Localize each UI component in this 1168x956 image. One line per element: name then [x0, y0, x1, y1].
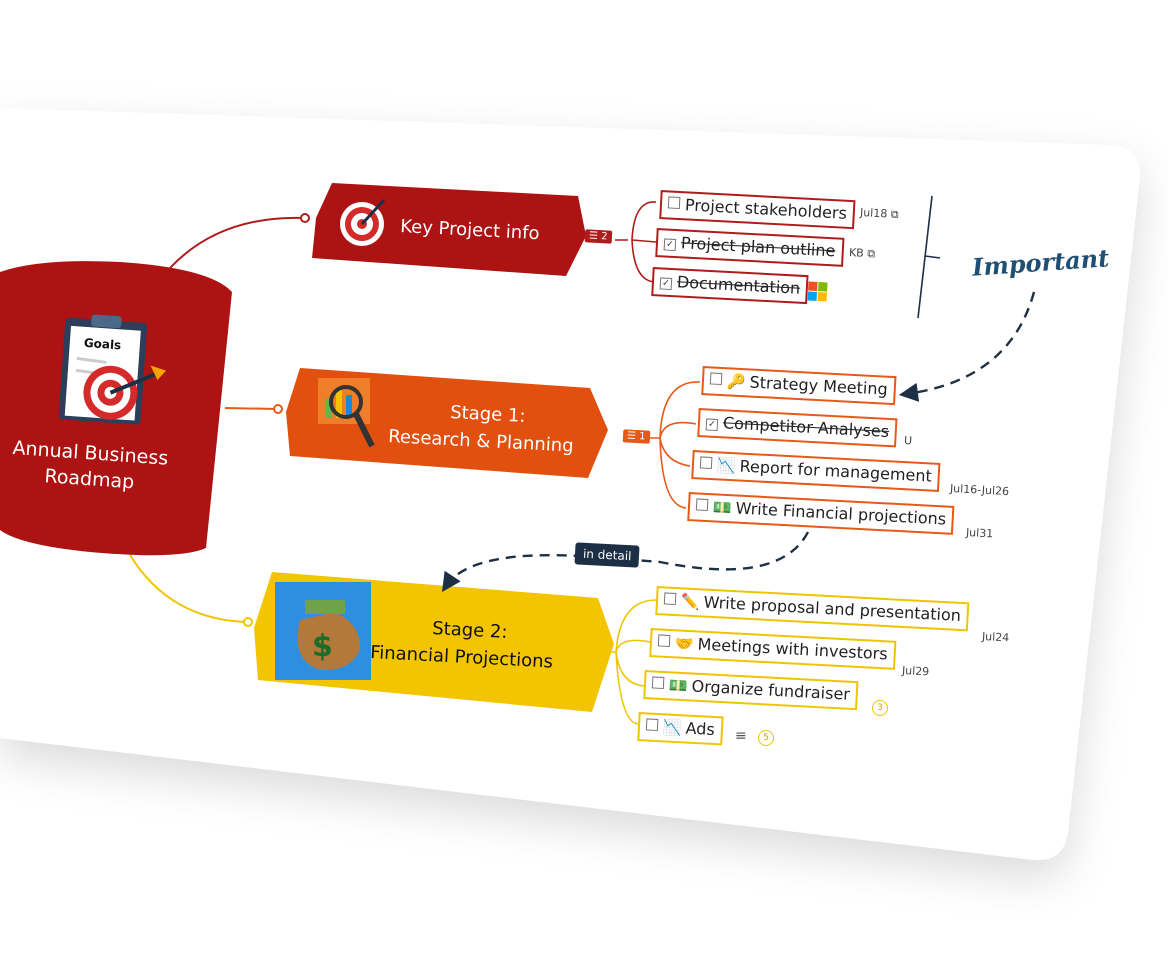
task-assignee: KB ⧉ [848, 246, 876, 261]
important-bracket [917, 195, 941, 319]
key-subtask-count: 2 [600, 231, 608, 243]
connector-dot-key [300, 213, 310, 223]
task-label: Strategy Meeting [749, 372, 889, 399]
svg-text:$: $ [312, 629, 333, 664]
task-due-date: Jul31 [965, 526, 994, 541]
stage1-subtask-count: 1 [638, 431, 646, 443]
key-subtask-count-badge[interactable]: ☰ 2 [584, 229, 612, 244]
branch-key-node[interactable] [312, 183, 586, 276]
task-label: Project plan outline [680, 233, 836, 261]
notes-icon[interactable]: ≡ [735, 728, 747, 744]
task-label: Documentation [676, 272, 801, 298]
branch-stage1-title-line1: Stage 1: [450, 402, 526, 427]
checkbox[interactable] [667, 196, 681, 210]
connector-stage1 [224, 407, 279, 410]
checkbox[interactable] [645, 718, 659, 732]
in-detail-label[interactable]: in detail [574, 542, 641, 568]
checkbox-checked[interactable]: ✓ [705, 418, 719, 432]
checkbox[interactable] [657, 634, 671, 648]
task-label: Organize fundraiser [691, 676, 851, 704]
external-link-icon[interactable]: ⧉ [890, 207, 899, 222]
task-due-date: Jul24 [981, 630, 1010, 645]
task-ads[interactable]: 📉Ads [637, 712, 724, 746]
microsoft-logo-icon [807, 281, 828, 302]
connector-dot-stage2 [243, 617, 253, 627]
task-label: Write Financial projections [735, 498, 947, 529]
pencil-icon: ✏️ [680, 592, 701, 612]
key-subconnector [615, 201, 657, 283]
task-label: Project stakeholders [684, 195, 848, 223]
chart-down-icon: 📉 [662, 718, 683, 738]
checkbox[interactable] [651, 676, 665, 690]
checkbox[interactable] [709, 372, 723, 386]
chart-down-icon: 📉 [716, 456, 737, 476]
handshake-icon: 🤝 [674, 634, 695, 654]
checkbox-checked[interactable]: ✓ [663, 238, 677, 252]
task-label: Meetings with investors [697, 634, 889, 664]
key-icon: 🔑 [726, 372, 747, 392]
task-label: Competitor Analyses [722, 413, 890, 442]
money-icon: 💵 [668, 676, 689, 696]
stage1-subtask-count-badge[interactable]: ☰ 1 [622, 429, 650, 444]
collapsed-children-count[interactable]: 5 [758, 730, 774, 746]
stage1-subconnector [650, 381, 701, 509]
money-icon: 💵 [712, 498, 733, 518]
task-due-date: Jul18 ⧉ [859, 206, 899, 222]
checkbox[interactable] [695, 498, 709, 512]
collapsed-children-count[interactable]: 3 [872, 700, 888, 716]
money-bag-icon: $ [275, 582, 371, 680]
checkbox[interactable] [699, 456, 713, 470]
goals-label: Goals [83, 336, 121, 353]
target-icon [340, 198, 386, 246]
checkbox-checked[interactable]: ✓ [659, 277, 673, 291]
connector-dot-stage1 [273, 404, 283, 414]
checkbox[interactable] [663, 592, 677, 606]
task-due-date: Jul29 [901, 664, 930, 679]
task-label: Ads [685, 718, 716, 740]
external-link-icon[interactable]: ⧉ [866, 246, 876, 261]
in-detail-arrow [441, 531, 810, 592]
goals-clipboard-icon: Goals [58, 314, 167, 425]
connector-stage2 [129, 554, 249, 623]
branch-stage2-title-line1: Stage 2: [432, 618, 508, 643]
stage2-subconnector [604, 599, 657, 725]
connector-key [169, 216, 306, 269]
task-assignee: U [903, 434, 913, 448]
important-arrow [898, 291, 1036, 402]
magnifier-chart-icon [318, 378, 375, 448]
task-label: Report for management [739, 456, 933, 486]
